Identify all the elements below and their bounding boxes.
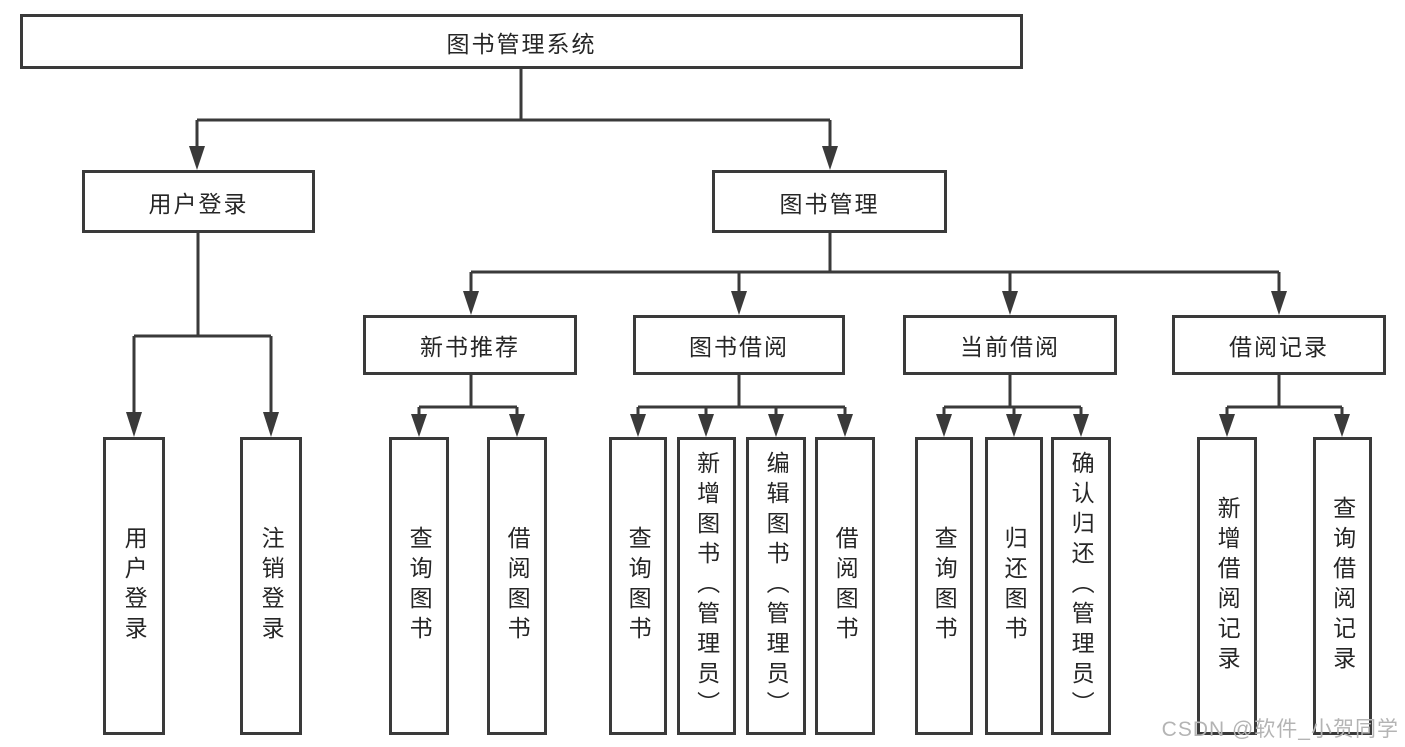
leaf-query-books-recommend: 查询图书	[389, 437, 449, 735]
leaf-add-book-admin-label: 新增图书（管理员）	[693, 451, 720, 721]
leaf-add-borrow-record: 新增借阅记录	[1197, 437, 1257, 735]
leaf-edit-book-admin: 编辑图书（管理员）	[746, 437, 806, 735]
leaf-borrow-books-recommend: 借阅图书	[487, 437, 547, 735]
leaf-query-books-current: 查询图书	[915, 437, 973, 735]
node-new-book-recommend-label: 新书推荐	[420, 334, 520, 360]
leaf-confirm-return-admin: 确认归还（管理员）	[1051, 437, 1111, 735]
leaf-query-books-recommend-label: 查询图书	[406, 526, 433, 646]
node-root-label: 图书管理系统	[446, 30, 597, 57]
leaf-add-borrow-record-label: 新增借阅记录	[1214, 496, 1241, 676]
node-borrowing-records-label: 借阅记录	[1229, 334, 1329, 360]
leaf-borrow-books-borrowing: 借阅图书	[815, 437, 875, 735]
arrowheads	[126, 146, 1350, 437]
leaf-return-books: 归还图书	[985, 437, 1043, 735]
leaf-borrow-books-borrowing-label: 借阅图书	[832, 526, 859, 646]
leaf-edit-book-admin-label: 编辑图书（管理员）	[763, 451, 790, 721]
leaf-query-books-current-label: 查询图书	[931, 526, 958, 646]
leaf-return-books-label: 归还图书	[1001, 526, 1028, 646]
leaf-query-books-borrowing-label: 查询图书	[625, 526, 652, 646]
node-book-borrowing-label: 图书借阅	[689, 334, 789, 360]
node-current-borrowing: 当前借阅	[903, 315, 1117, 375]
node-user-login-label: 用户登录	[148, 190, 249, 217]
node-book-borrowing: 图书借阅	[633, 315, 845, 375]
leaf-query-borrow-record: 查询借阅记录	[1313, 437, 1372, 735]
leaf-user-login: 用户登录	[103, 437, 165, 735]
node-book-management-label: 图书管理	[779, 190, 880, 217]
node-new-book-recommend: 新书推荐	[363, 315, 577, 375]
leaf-borrow-books-recommend-label: 借阅图书	[504, 526, 531, 646]
node-root: 图书管理系统	[20, 14, 1023, 69]
leaf-add-book-admin: 新增图书（管理员）	[677, 437, 736, 735]
leaf-logout: 注销登录	[240, 437, 302, 735]
watermark: CSDN @软件_小贺同学	[1161, 718, 1399, 741]
leaf-query-books-borrowing: 查询图书	[609, 437, 667, 735]
leaf-logout-label: 注销登录	[258, 526, 285, 646]
node-borrowing-records: 借阅记录	[1172, 315, 1386, 375]
leaf-confirm-return-admin-label: 确认归还（管理员）	[1068, 451, 1095, 721]
leaf-user-login-label: 用户登录	[121, 526, 148, 646]
node-current-borrowing-label: 当前借阅	[960, 334, 1060, 360]
node-book-management: 图书管理	[712, 170, 947, 233]
leaf-query-borrow-record-label: 查询借阅记录	[1329, 496, 1356, 676]
node-user-login: 用户登录	[82, 170, 315, 233]
